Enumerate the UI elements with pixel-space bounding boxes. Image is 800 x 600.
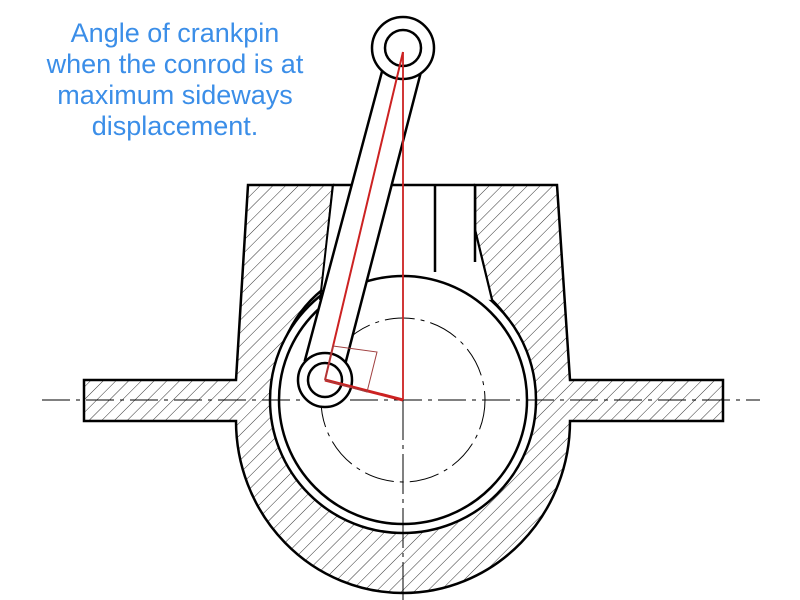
right-angle-marker [324,345,378,393]
annotation-caption: Angle of crankpin when the conrod is at … [10,18,340,142]
conrod-axis-line [324,51,404,381]
caption-line: maximum sideways [57,80,293,110]
caption-line: when the conrod is at [46,49,304,79]
caption-line: displacement. [91,111,259,141]
caption-line: Angle of crankpin [70,18,280,48]
